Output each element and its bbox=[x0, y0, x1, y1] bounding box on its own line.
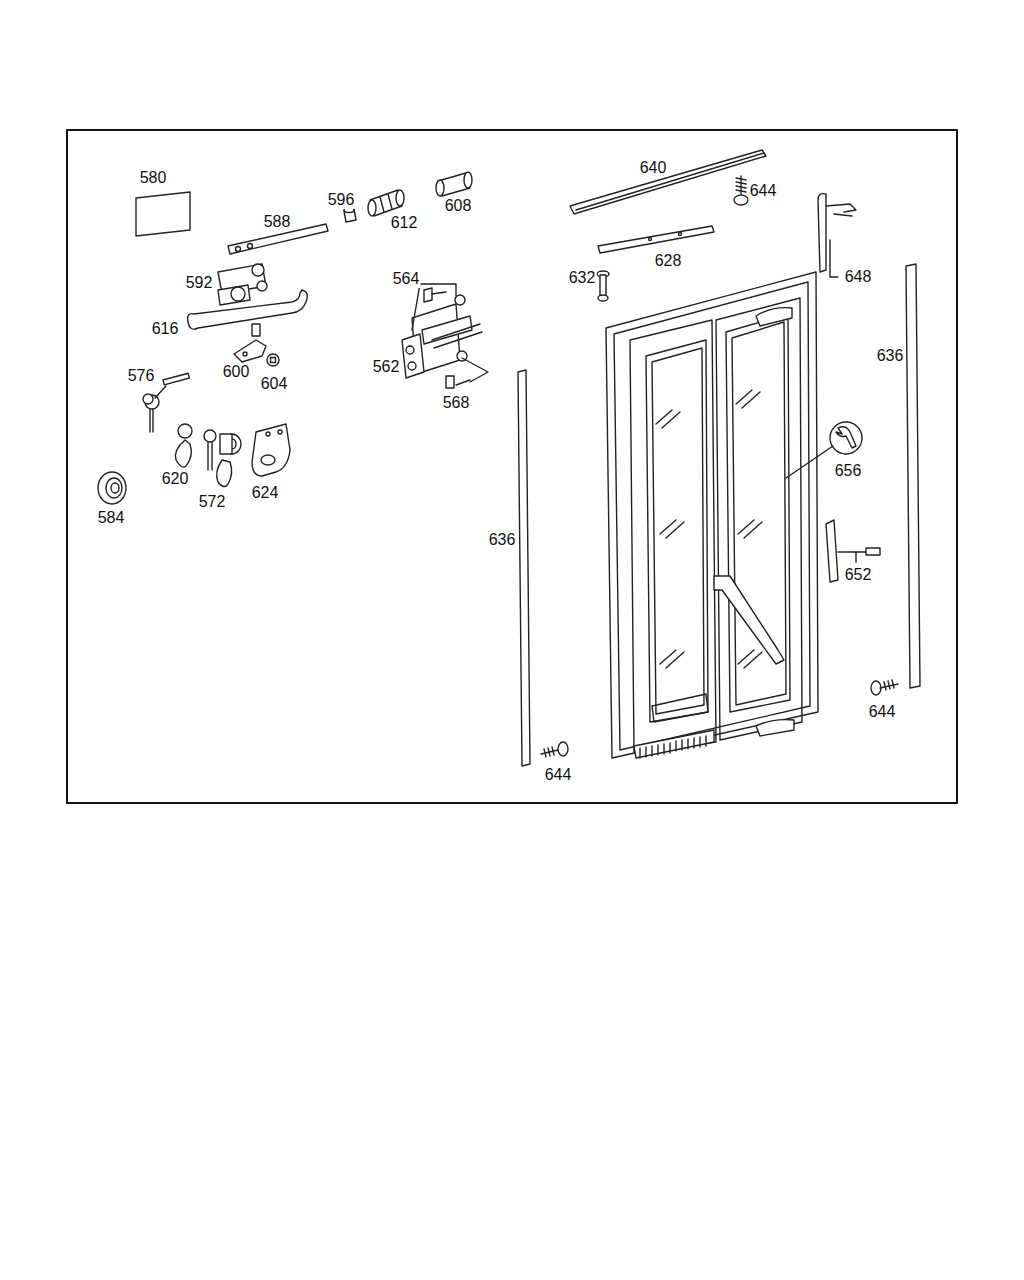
cylinder bbox=[436, 172, 472, 196]
folding-door bbox=[606, 272, 818, 758]
callout-number: 652 bbox=[844, 566, 873, 584]
wrench-icon bbox=[830, 422, 862, 454]
guide-rail bbox=[598, 226, 714, 253]
cover-plate bbox=[252, 424, 290, 476]
callout-number: 656 bbox=[834, 462, 863, 480]
seal-profile bbox=[818, 194, 856, 272]
washer bbox=[267, 354, 279, 366]
cylinder bbox=[368, 190, 404, 216]
callout-number: 612 bbox=[390, 214, 419, 232]
callout-number: 588 bbox=[263, 213, 292, 231]
leader-line bbox=[786, 446, 833, 478]
callout-number: 592 bbox=[185, 274, 214, 292]
callout-number: 600 bbox=[222, 363, 251, 381]
sticker bbox=[136, 192, 190, 236]
callout-number: 608 bbox=[444, 197, 473, 215]
top-rail bbox=[570, 150, 766, 214]
screw bbox=[541, 742, 568, 757]
screw bbox=[734, 176, 748, 205]
grommet bbox=[98, 472, 126, 504]
handle-bar bbox=[188, 290, 308, 329]
lock-cylinder bbox=[204, 430, 241, 487]
screw bbox=[871, 680, 898, 695]
callout-number: 604 bbox=[260, 375, 289, 393]
side-strip bbox=[518, 370, 530, 766]
leader-line bbox=[420, 284, 456, 296]
side-strip bbox=[906, 264, 920, 688]
bracket bbox=[234, 324, 266, 362]
diagram-frame bbox=[67, 130, 957, 803]
callout-number: 644 bbox=[544, 766, 573, 784]
callout-number: 562 bbox=[372, 358, 401, 376]
callout-number: 596 bbox=[327, 191, 356, 209]
screw bbox=[597, 271, 609, 301]
callout-number: 584 bbox=[97, 509, 126, 527]
callout-number: 648 bbox=[844, 268, 873, 286]
leader-line bbox=[412, 284, 420, 330]
latch-block bbox=[218, 264, 267, 305]
callout-number: 624 bbox=[251, 484, 280, 502]
leader-line bbox=[830, 240, 838, 277]
hinge-mechanism bbox=[402, 288, 482, 388]
callout-number: 620 bbox=[161, 470, 190, 488]
bush bbox=[344, 208, 356, 223]
callout-number: 636 bbox=[876, 347, 905, 365]
callout-number: 644 bbox=[749, 182, 778, 200]
callout-number: 628 bbox=[654, 252, 683, 270]
callout-number: 616 bbox=[151, 320, 180, 338]
callout-number: 636 bbox=[488, 531, 517, 549]
callout-number: 640 bbox=[639, 159, 668, 177]
callout-number: 564 bbox=[392, 270, 421, 288]
callout-number: 644 bbox=[868, 703, 897, 721]
callout-number: 576 bbox=[127, 367, 156, 385]
callout-number: 568 bbox=[442, 394, 471, 412]
leader-line bbox=[462, 358, 488, 382]
key bbox=[175, 424, 192, 467]
callout-number: 572 bbox=[198, 493, 227, 511]
callout-number: 580 bbox=[139, 169, 168, 187]
callout-number: 632 bbox=[568, 269, 597, 287]
